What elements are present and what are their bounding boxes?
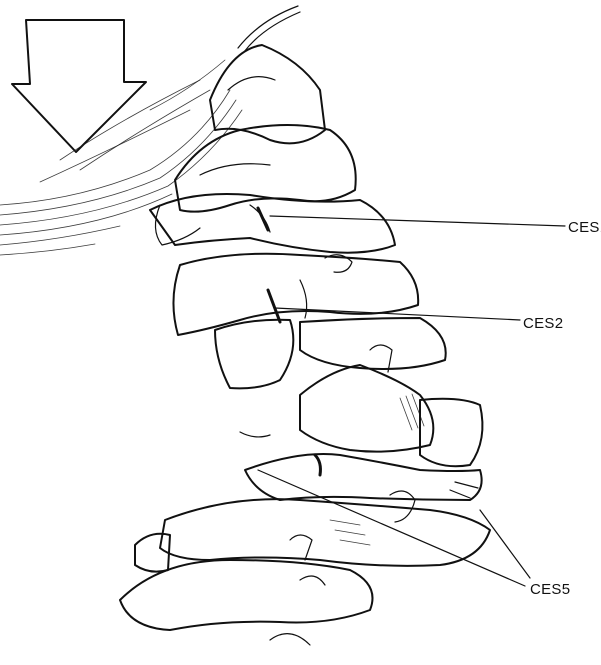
vertebra-c2 (173, 254, 418, 335)
skull-base-hatching (0, 6, 300, 255)
downward-force-arrow-icon (12, 20, 146, 152)
vertebra-c3 (215, 318, 446, 388)
vertebra-lower (120, 499, 490, 645)
ces5-leader-lower (480, 510, 530, 578)
ces1-leader (270, 216, 565, 226)
label-ces1: CES1 (568, 219, 601, 236)
label-ces5: CES5 (530, 581, 570, 598)
vertebra-c4 (240, 365, 482, 466)
vertebra-upper (150, 45, 395, 253)
ces5-leader-upper (258, 470, 525, 586)
leader-lines (258, 216, 565, 586)
label-ces2: CES2 (523, 315, 563, 332)
